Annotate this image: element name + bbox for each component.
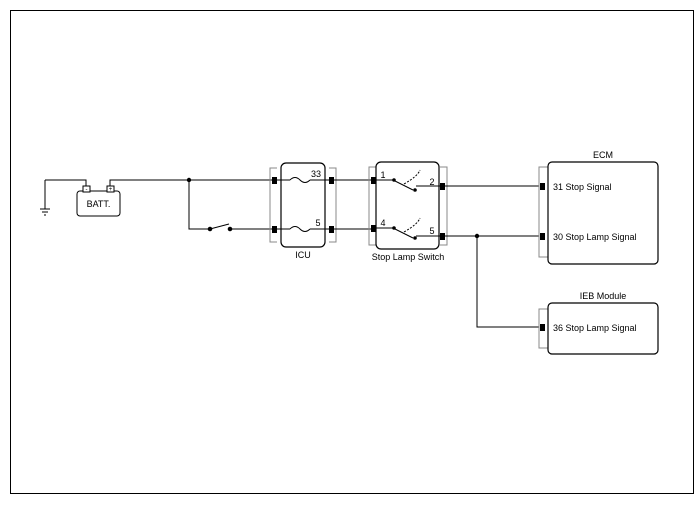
battery-negative-symbol: - xyxy=(86,187,88,193)
icu-box: 33 5 ICU xyxy=(269,162,337,260)
ecm-terminal-label: 30 Stop Lamp Signal xyxy=(553,232,637,242)
ieb-terminal-label: 36 Stop Lamp Signal xyxy=(553,323,637,333)
brake-switch xyxy=(207,223,233,232)
icu-internal-wiring xyxy=(277,177,329,232)
battery: - + BATT. xyxy=(76,185,121,217)
ecm-connector xyxy=(538,166,549,258)
battery-negative-terminal xyxy=(82,185,91,193)
icu-pin-label: 5 xyxy=(315,218,320,228)
ieb-connector xyxy=(538,308,549,349)
switch-connector-right xyxy=(440,166,448,246)
ieb-pin-marker xyxy=(540,324,545,331)
switch-contact-dot xyxy=(392,178,396,182)
diagram-frame xyxy=(10,10,694,494)
ecm-module: ECM 31 Stop Signal 30 Stop Lamp Signal xyxy=(538,150,659,265)
icu-pin-marker xyxy=(329,226,334,233)
switch-connector-left xyxy=(368,166,376,246)
ecm-pin-marker xyxy=(540,233,545,240)
ieb-title: IEB Module xyxy=(580,291,627,301)
ecm-pin-marker xyxy=(540,183,545,190)
ground-wire xyxy=(45,179,87,186)
battery-positive-wire xyxy=(109,179,273,230)
switch-label: Stop Lamp Switch xyxy=(372,252,445,262)
icu-pin-marker xyxy=(272,177,277,184)
icu-pin-marker xyxy=(272,226,277,233)
icu-to-switch-wires xyxy=(334,179,372,230)
ground-symbol xyxy=(40,180,50,216)
icu-body xyxy=(280,162,326,248)
switch-body xyxy=(375,161,440,250)
ecm-body xyxy=(547,161,659,265)
ecm-title: ECM xyxy=(593,150,613,160)
ieb-body xyxy=(547,302,659,355)
ieb-module: IEB Module 36 Stop Lamp Signal xyxy=(538,291,659,355)
switch-pin-label: 2 xyxy=(429,177,434,187)
switch-pin-label: 1 xyxy=(380,170,385,180)
stop-lamp-switch: 1 2 4 5 Stop Lamp Switch xyxy=(368,161,448,262)
switch-pin-marker xyxy=(371,225,376,232)
switch-pin-marker xyxy=(440,183,445,190)
icu-pin-label: 33 xyxy=(311,169,321,179)
switch-pin-label: 4 xyxy=(380,218,385,228)
icu-pin-marker xyxy=(329,177,334,184)
switch-contact-dot xyxy=(413,188,417,192)
wire-junction-dot xyxy=(186,177,192,183)
switch-pin-marker xyxy=(440,233,445,240)
switch-pin-label: 5 xyxy=(429,226,434,236)
switch-internal-contacts xyxy=(376,169,440,239)
battery-positive-symbol: + xyxy=(109,187,113,193)
icu-connector-left xyxy=(269,167,277,243)
battery-label: BATT. xyxy=(87,199,111,209)
ecm-terminal-label: 31 Stop Signal xyxy=(553,182,612,192)
battery-body xyxy=(76,190,121,217)
icu-connector-right xyxy=(329,167,337,243)
switch-output-wires xyxy=(445,185,539,328)
switch-pin-marker xyxy=(371,177,376,184)
icu-label: ICU xyxy=(295,250,311,260)
wire-junction-dot xyxy=(474,233,480,239)
switch-contact-dot xyxy=(392,226,396,230)
switch-contact-dot xyxy=(413,236,417,240)
